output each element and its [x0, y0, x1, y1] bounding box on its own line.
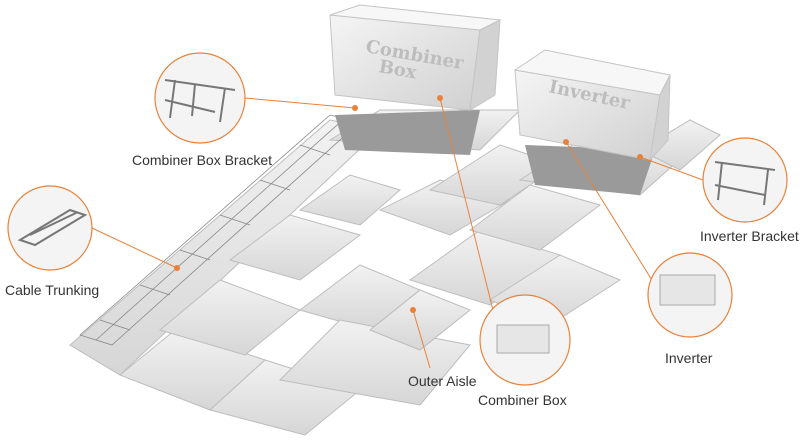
label-cable-trunking: Cable Trunking [5, 282, 100, 298]
inverter-bracket-detail [702, 137, 788, 223]
cable-trunking-detail [7, 185, 93, 271]
combiner-bracket-detail [154, 52, 246, 144]
label-inverter: Inverter [665, 350, 713, 366]
label-inverter-bracket: Inverter Bracket [700, 228, 799, 244]
anchor-dots [174, 95, 643, 313]
label-combiner-box-bracket: Combiner Box Bracket [132, 152, 273, 168]
leader-lines [91, 97, 704, 369]
label-combiner-box: Combiner Box [478, 392, 567, 408]
mini-equipment-icons [496, 274, 716, 354]
inverter-equipment: Inverter [513, 49, 671, 195]
combiner-box-equipment: Combiner Box [329, 4, 502, 155]
bracket-icon [17, 79, 776, 247]
label-outer-aisle: Outer Aisle [408, 373, 477, 389]
